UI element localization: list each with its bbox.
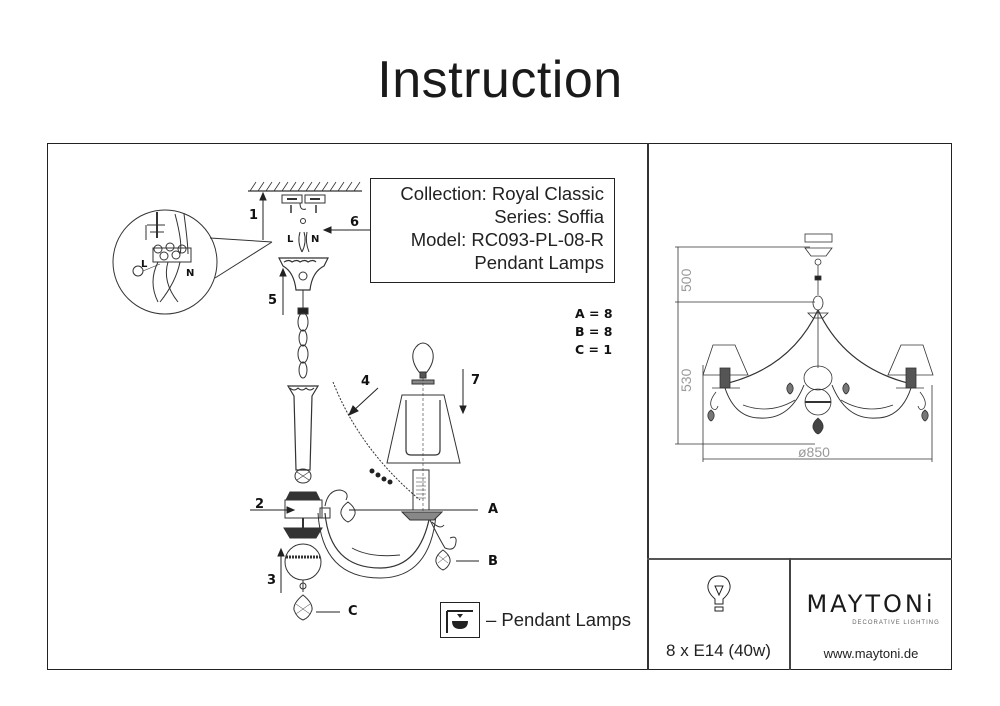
light-bulb <box>412 342 434 376</box>
divider <box>647 143 649 670</box>
step-number: 1 <box>249 208 259 223</box>
wire-label-l: L <box>141 259 148 270</box>
dimension-body-height: 530 <box>678 368 694 392</box>
part-label-a: A <box>488 502 499 517</box>
ceiling-mount-icon <box>804 233 833 311</box>
lamp-shade <box>702 344 749 376</box>
part-label-b: B <box>488 554 498 569</box>
decorative-ball <box>284 543 322 581</box>
count-a: A = 8 <box>575 306 613 321</box>
model-number: Model: RC093-PL-08-R <box>410 229 604 250</box>
count-b: B = 8 <box>575 324 613 339</box>
central-stem <box>286 385 320 471</box>
arrow-icon <box>250 506 296 514</box>
part-counts: A = 8 B = 8 C = 1 <box>575 305 613 359</box>
step-number: 7 <box>471 373 481 388</box>
brand-tagline: DECORATIVE LIGHTING <box>852 620 940 626</box>
product-info-box: Collection: Royal Classic Series: Soffia… <box>370 178 615 283</box>
product-type: Pendant Lamps <box>474 252 604 273</box>
count-c: C = 1 <box>575 342 613 357</box>
step-number: 2 <box>255 497 265 512</box>
terminal-block-icon <box>152 242 192 263</box>
arrow-icon <box>459 369 467 415</box>
chain <box>297 312 309 379</box>
instruction-frame <box>47 143 952 670</box>
divider <box>647 558 952 560</box>
arrow-icon <box>279 267 287 315</box>
arrow-icon <box>348 387 379 416</box>
ceiling-hatch <box>249 181 361 192</box>
lamp-shade <box>887 344 934 376</box>
dimension-chain-height: 500 <box>678 268 694 292</box>
wire-label-l: L <box>287 234 294 245</box>
crystal-c <box>293 594 313 621</box>
dimension-drawing: 500 530 ø850 <box>675 233 934 462</box>
dimension-diameter: ø850 <box>798 444 830 460</box>
mounting-bracket-icon <box>281 194 326 224</box>
part-label-c: C <box>348 604 358 619</box>
step-number: 6 <box>350 215 360 230</box>
wire-label-n: N <box>186 268 194 279</box>
bead-chain <box>332 381 421 501</box>
lamp-arm <box>324 512 431 569</box>
divider <box>789 558 791 670</box>
collection-name: Collection: Royal Classic <box>400 183 604 204</box>
step-number: 4 <box>361 374 371 389</box>
lamp-shade <box>386 394 461 464</box>
assembly-diagram: L N L N <box>112 181 479 621</box>
canopy <box>278 257 329 291</box>
arrow-icon <box>259 191 267 240</box>
arrow-icon <box>322 226 370 234</box>
step-number: 3 <box>267 573 277 588</box>
wiring-detail <box>112 209 273 315</box>
brand-name: MAYTONi <box>806 590 936 618</box>
website-link[interactable]: www.maytoni.de <box>823 646 919 661</box>
legend-label: – Pendant Lamps <box>486 609 632 630</box>
page-title: Instruction <box>377 51 623 109</box>
series-name: Series: Soffia <box>494 206 604 227</box>
light-bulb-icon <box>707 575 731 612</box>
arrow-icon <box>277 547 285 593</box>
brand-logo: MAYTONi DECORATIVE LIGHTING <box>790 590 952 626</box>
wire-label-n: N <box>311 234 319 245</box>
crystal-b <box>435 549 451 571</box>
legend: – Pendant Lamps <box>440 602 631 638</box>
pendant-lamp-icon <box>440 602 480 638</box>
step-number: 5 <box>268 293 278 308</box>
crystal-c <box>812 417 824 435</box>
bulb-spec: 8 x E14 (40w) <box>666 641 771 660</box>
crystal-small <box>340 501 356 523</box>
